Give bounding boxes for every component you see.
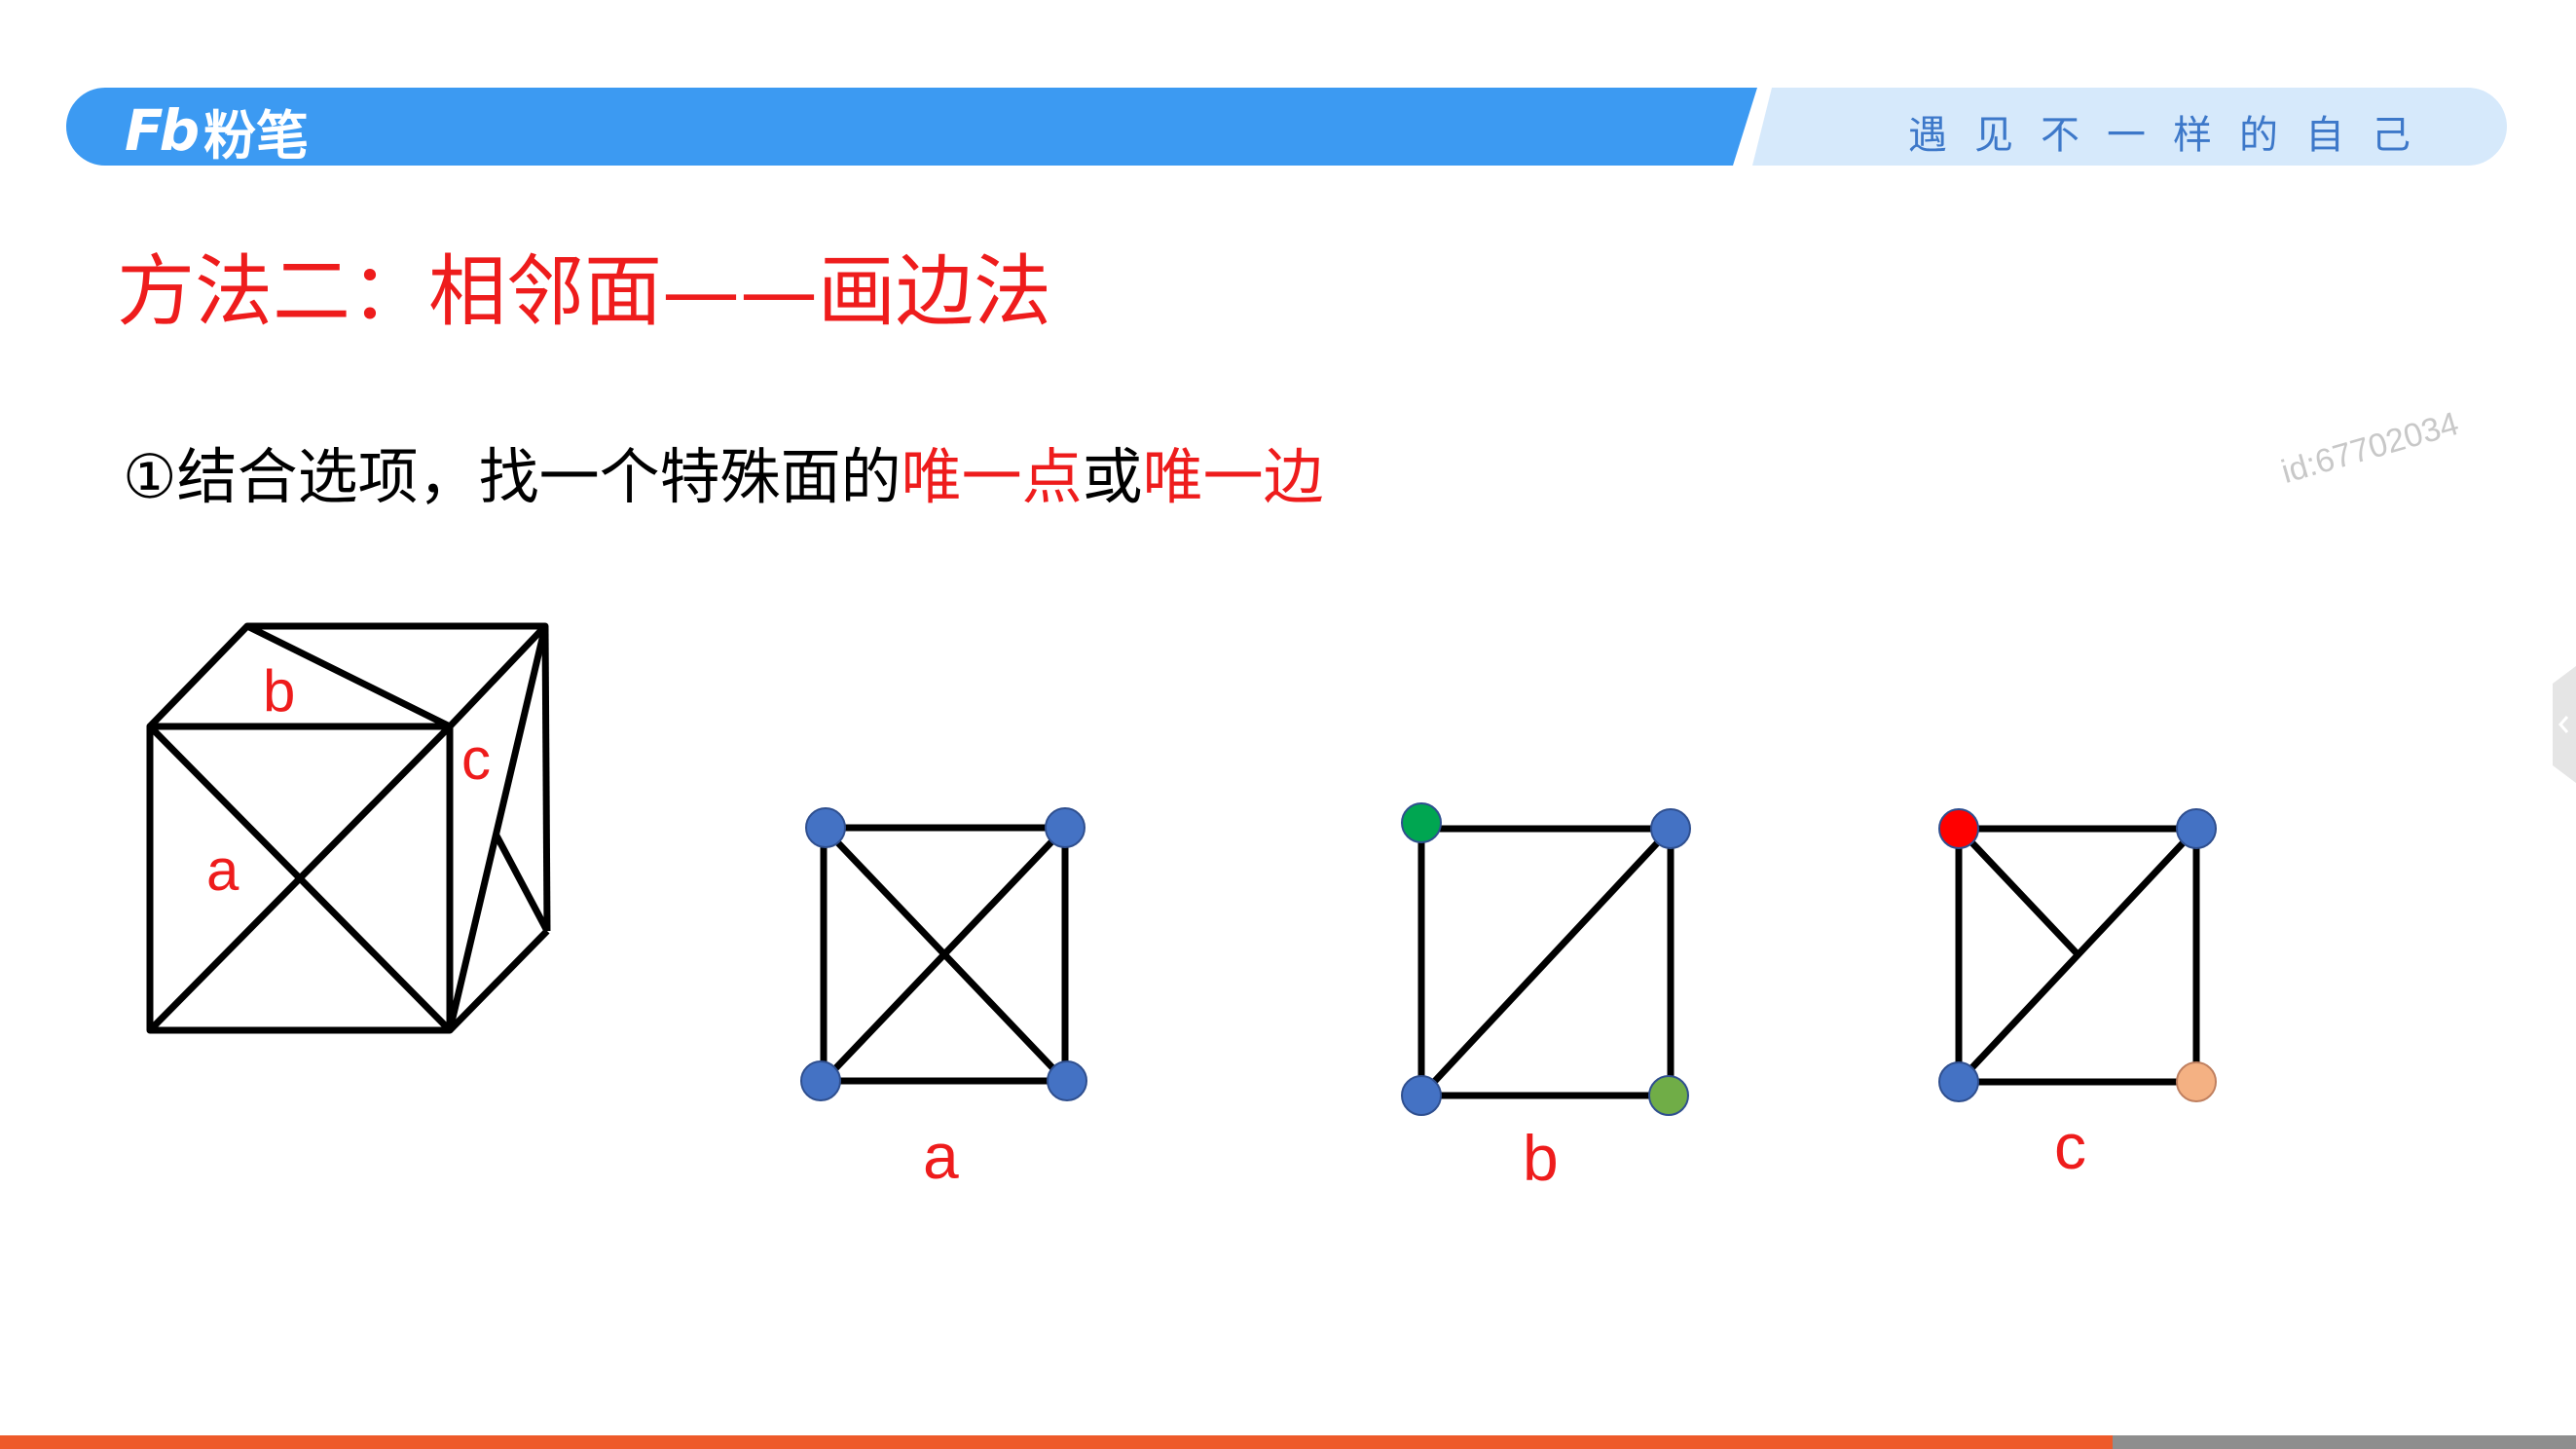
slogan: 遇见不一样的自己: [1908, 113, 2438, 158]
option-c-vertex-top-left: [1938, 808, 1979, 849]
option-c-figure: [1955, 825, 2200, 1086]
option-c-vertex-bottom-right: [2176, 1061, 2217, 1102]
option-a-diagonal-2: [821, 825, 1068, 1084]
option-a-vertex-bottom-left: [800, 1060, 841, 1101]
brand: Fb 粉笔: [125, 95, 310, 167]
cube-right-diagonal: [446, 625, 549, 1031]
option-b-vertex-top-right: [1650, 808, 1691, 849]
header-background: [66, 88, 2507, 166]
instruction-prefix: ①结合选项，找一个特殊面的: [123, 441, 902, 512]
option-a-vertex-bottom-right: [1047, 1060, 1087, 1101]
header-banner: Fb 粉笔 遇见不一样的自己: [0, 0, 2576, 195]
option-b-vertex-bottom-right: [1648, 1075, 1689, 1116]
option-a-caption: a: [923, 1120, 959, 1192]
option-b-vertex-bottom-left: [1401, 1075, 1442, 1116]
brand-logo: Fb: [125, 97, 200, 164]
option-b-square: [1417, 825, 1674, 1099]
cube-bottom-right-edge: [447, 928, 550, 1033]
option-c-vertex-bottom-left: [1938, 1061, 1979, 1102]
cube-front-diagonal-2: [147, 724, 453, 1033]
instruction-text: ①结合选项，找一个特殊面的唯一点或唯一边: [123, 436, 1324, 518]
option-c-square: [1955, 825, 2200, 1086]
page-title: 方法二：相邻面——画边法: [117, 246, 1051, 337]
cube-top-diagonal: [245, 622, 452, 730]
option-b-figure: [1417, 825, 1674, 1099]
cube-label-c: c: [461, 726, 491, 792]
option-a-square: [820, 824, 1069, 1085]
cube-back-right-edge: [541, 625, 551, 932]
option-a-figure: [820, 824, 1069, 1085]
option-b-diagonal: [1418, 826, 1674, 1098]
instruction-highlight-edge: 唯一边: [1142, 441, 1324, 512]
option-c-inner-line: [1956, 826, 2082, 959]
side-expand-tab[interactable]: [2553, 666, 2576, 783]
cube-label-b: b: [263, 658, 295, 724]
bottom-bar-remainder: [2113, 1435, 2576, 1449]
cube-right-inner-line: [493, 834, 551, 933]
option-a-vertex-top-left: [805, 807, 846, 848]
brand-name: 粉笔: [203, 104, 310, 167]
option-b-caption: b: [1523, 1122, 1559, 1194]
cube-figure: [146, 622, 551, 1034]
cube-label-a: a: [206, 837, 239, 903]
instruction-highlight-point: 唯一点: [901, 441, 1083, 512]
option-c-caption: c: [2054, 1110, 2086, 1182]
option-a-vertex-top-right: [1045, 807, 1086, 848]
instruction-middle: 或: [1082, 441, 1143, 512]
option-c-vertex-top-right: [2176, 808, 2217, 849]
option-b-vertex-top-left: [1401, 802, 1442, 843]
bottom-progress-bar: [0, 1435, 2113, 1449]
chevron-left-icon: [2558, 716, 2569, 733]
